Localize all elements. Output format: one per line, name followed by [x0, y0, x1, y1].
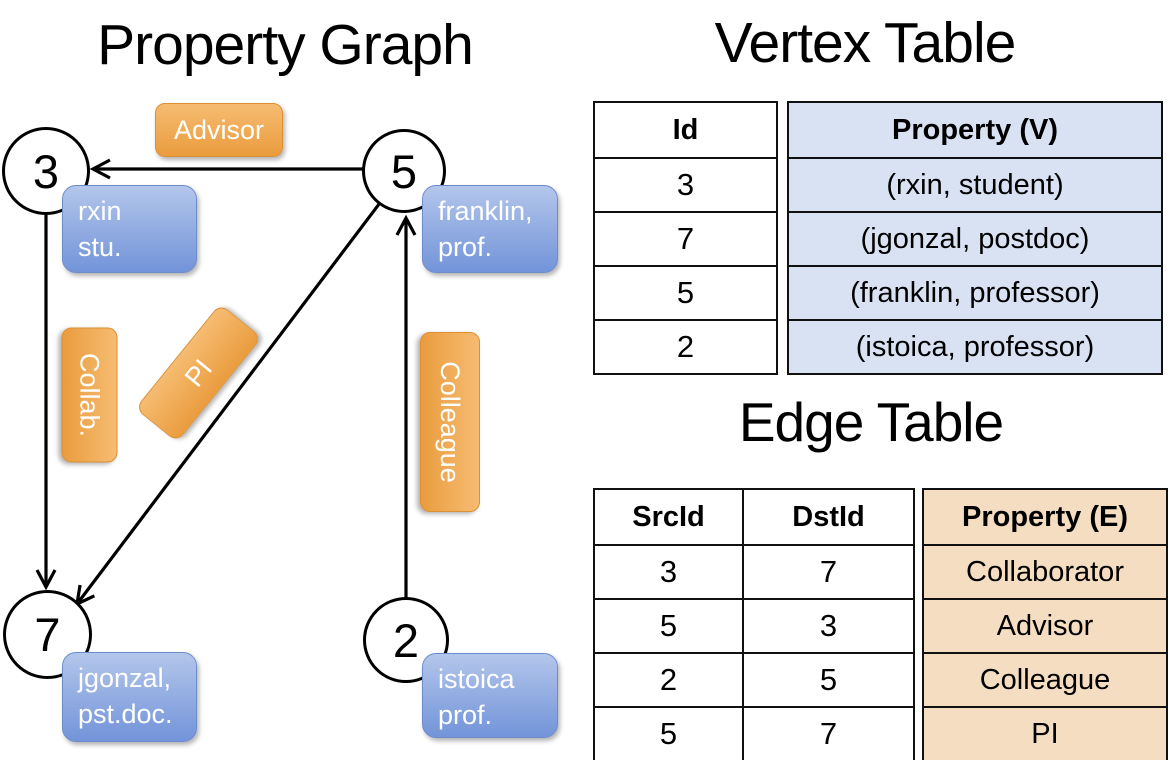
property-line: prof. — [438, 231, 493, 262]
column-header-dstid: DstId — [742, 488, 915, 546]
edge-pi-line-5-to-7 — [74, 170, 406, 607]
table-row: 7 — [593, 211, 778, 267]
table-row: Property (V) — [787, 101, 1163, 159]
vertex-id-label: 7 — [34, 608, 61, 661]
column-header-property-v: Property (V) — [787, 101, 1163, 159]
vertex-table-id-column: Id 3 7 5 2 — [593, 101, 778, 375]
edge-src-cell: 5 — [593, 598, 744, 654]
edge-property-cell: PI — [922, 706, 1168, 760]
column-header-srcid: SrcId — [593, 488, 744, 546]
column-header-id: Id — [593, 101, 778, 159]
vertex-id-label: 5 — [390, 144, 418, 198]
vertex-table-title: Vertex Table — [714, 11, 1017, 75]
table-row: Colleague — [922, 652, 1168, 708]
table-row: 5 — [593, 265, 778, 321]
table-row: (istoica, professor) — [787, 319, 1163, 375]
edge-dst-cell: 7 — [742, 544, 915, 600]
property-line: pst.doc. — [78, 698, 173, 729]
vertex-table-id-header: Id — [593, 101, 778, 159]
vertex-table-property-column: Property (V) (rxin, student) (jgonzal, p… — [787, 101, 1163, 375]
edge-property-cell: Collaborator — [922, 544, 1168, 600]
table-row: (franklin, professor) — [787, 265, 1163, 321]
table-row: 2 5 — [593, 652, 915, 708]
vertex-property-cell: (franklin, professor) — [787, 265, 1163, 321]
property-line: stu. — [78, 231, 122, 262]
edge-property-cell: Advisor — [922, 598, 1168, 654]
table-row: 3 7 — [593, 544, 915, 600]
property-line: jgonzal, — [78, 663, 172, 693]
vertex-property-box-franklin: franklin, prof. — [422, 185, 558, 273]
edge-src-cell: 3 — [593, 544, 744, 600]
table-row: SrcId DstId — [593, 488, 915, 546]
edge-src-cell: 2 — [593, 652, 744, 708]
property-line: prof. — [438, 699, 493, 730]
edge-property-cell: Colleague — [922, 652, 1168, 708]
vertex-id-cell: 7 — [593, 211, 778, 267]
edge-label-colleague: Colleague — [420, 332, 480, 512]
vertex-id-label: 2 — [392, 613, 420, 667]
edge-label-advisor: Advisor — [155, 103, 283, 157]
property-line: rxin — [78, 196, 122, 226]
vertex-circle-3: 3 — [2, 127, 90, 215]
vertex-property-cell: (istoica, professor) — [787, 319, 1163, 375]
column-header-property-e: Property (E) — [922, 488, 1168, 546]
table-row: (rxin, student) — [787, 157, 1163, 213]
edge-src-cell: 5 — [593, 706, 744, 760]
vertex-id-cell: 2 — [593, 319, 778, 375]
vertex-property-box-jgonzal: jgonzal, pst.doc. — [62, 652, 197, 742]
table-row: 3 — [593, 157, 778, 213]
edge-dst-cell: 7 — [742, 706, 915, 760]
vertex-property-cell: (rxin, student) — [787, 157, 1163, 213]
edge-dst-cell: 5 — [742, 652, 915, 708]
edge-table-id-header: SrcId DstId — [593, 488, 915, 546]
edge-table-title: Edge Table — [738, 391, 1004, 453]
table-row: Advisor — [922, 598, 1168, 654]
edge-table-property-header: Property (E) — [922, 488, 1168, 546]
vertex-property-cell: (jgonzal, postdoc) — [787, 211, 1163, 267]
edge-label-collab: Collab. — [61, 327, 118, 463]
table-row: 5 7 — [593, 706, 915, 760]
table-row: 2 — [593, 319, 778, 375]
table-row: (jgonzal, postdoc) — [787, 211, 1163, 267]
vertex-id-label: 3 — [32, 144, 60, 198]
vertex-property-box-istoica: istoica prof. — [422, 653, 558, 738]
edge-table-id-columns: SrcId DstId 3 7 5 3 2 5 5 7 — [593, 488, 915, 760]
edge-dst-cell: 3 — [742, 598, 915, 654]
table-row: Property (E) — [922, 488, 1168, 546]
property-graph-title: Property Graph — [97, 13, 474, 77]
vertex-id-cell: 5 — [593, 265, 778, 321]
table-row: 5 3 — [593, 598, 915, 654]
table-row: PI — [922, 706, 1168, 760]
property-line: istoica — [438, 664, 515, 694]
table-row: Collaborator — [922, 544, 1168, 600]
vertex-property-box-rxin: rxin stu. — [62, 185, 197, 273]
property-line: franklin, — [438, 196, 533, 226]
edge-table-property-column: Property (E) Collaborator Advisor Collea… — [922, 488, 1168, 760]
vertex-id-cell: 3 — [593, 157, 778, 213]
table-row: Id — [593, 101, 778, 159]
vertex-table-property-header: Property (V) — [787, 101, 1163, 159]
